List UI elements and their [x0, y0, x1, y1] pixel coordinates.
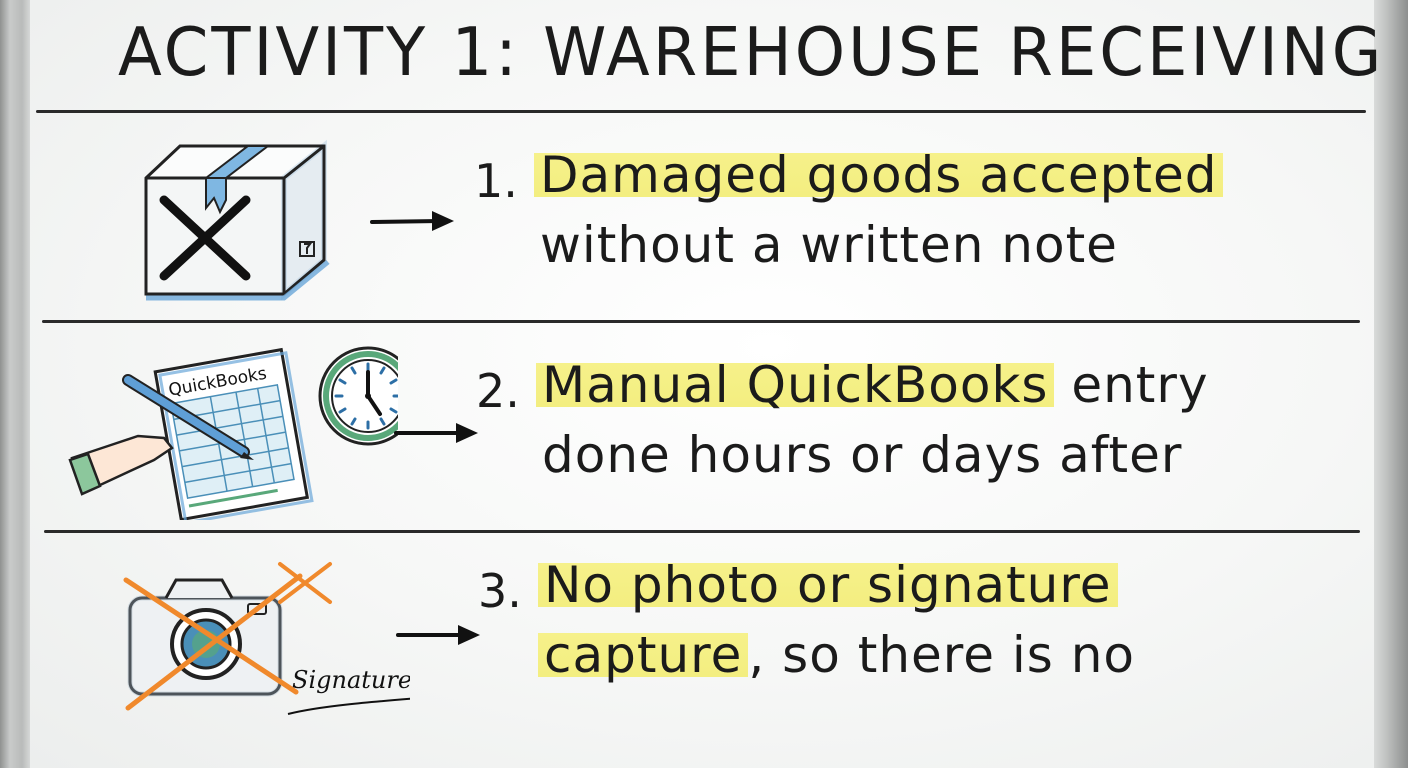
item-line-2: without a written note — [540, 216, 1118, 274]
damaged-box-icon — [144, 139, 330, 301]
item-line-1: Damaged goods accepted — [534, 146, 1224, 204]
whiteboard: ACTIVITY 1: WAREHOUSE RECEIVING 1. Damag… — [30, 0, 1381, 768]
plain-text: done hours or days after — [542, 426, 1183, 484]
plain-text: , so there is no — [748, 626, 1135, 684]
item-line-2: done hours or days after — [542, 426, 1182, 484]
item-number: 2. — [476, 364, 520, 418]
crossed-camera-signature-icon: Signature — [123, 562, 410, 715]
arrow-right-icon — [396, 625, 480, 645]
divider-line — [42, 320, 1360, 323]
highlighted-text: Manual QuickBooks — [536, 356, 1055, 414]
divider-line — [44, 530, 1360, 533]
plain-text: without a written note — [540, 216, 1118, 274]
board-title: ACTIVITY 1: WAREHOUSE RECEIVING — [118, 14, 1385, 92]
arrow-right-icon — [370, 211, 454, 231]
item-line-1: Manual QuickBooks entry — [536, 356, 1209, 414]
highlighted-text: Damaged goods accepted — [534, 146, 1224, 204]
arrow-right-icon — [394, 423, 478, 443]
icon-label: Signature — [292, 666, 410, 694]
divider-line — [36, 110, 1366, 113]
item-line-2: capture, so there is no — [538, 626, 1135, 684]
item-line-1: No photo or signature — [538, 556, 1118, 614]
whiteboard-frame-right — [1374, 0, 1408, 768]
item-number: 1. — [474, 154, 518, 208]
highlighted-text: capture — [538, 626, 749, 684]
item-number: 3. — [478, 564, 522, 618]
quickbooks-ledger-clock-icon: QuickBooks — [68, 346, 398, 520]
plain-text: entry — [1054, 356, 1209, 414]
highlighted-text: No photo or signature — [538, 556, 1118, 614]
